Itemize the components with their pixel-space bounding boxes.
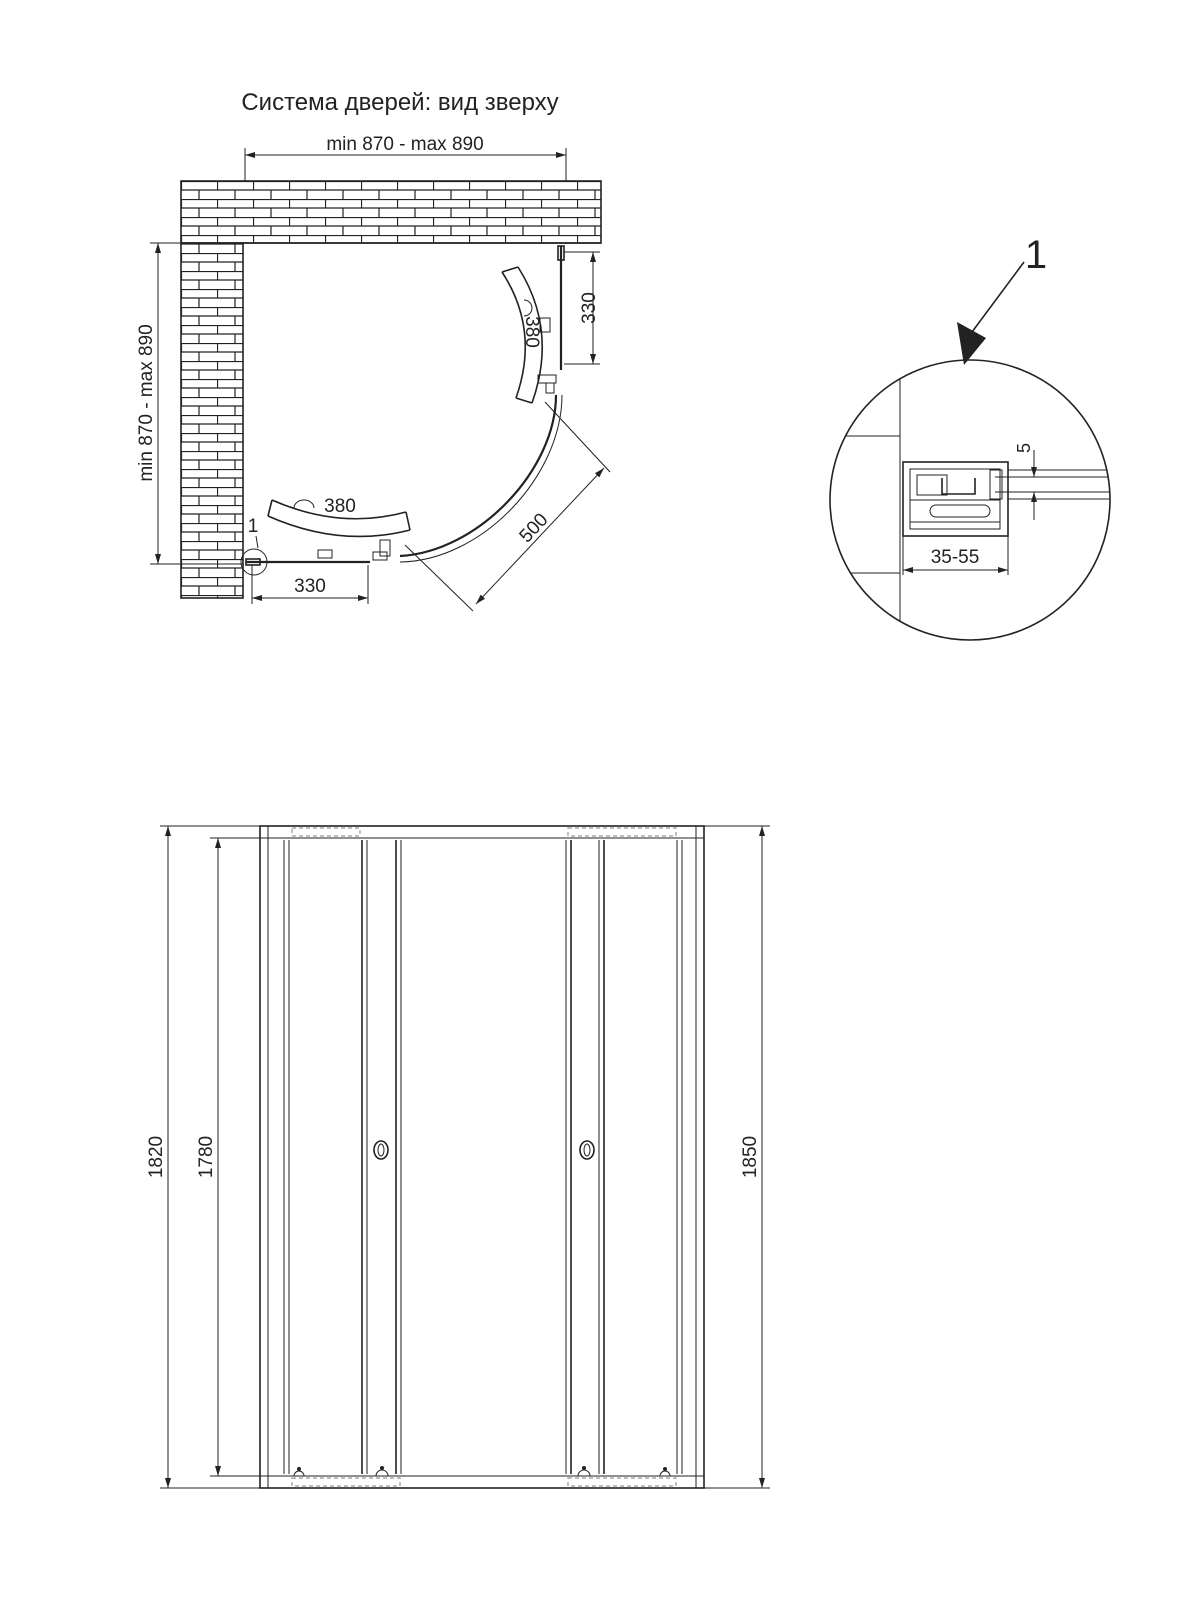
side-wall [180, 242, 244, 599]
depth-dim-label: min 870 - max 890 [136, 324, 157, 481]
bottom-panel-dim-label: 330 [294, 576, 326, 597]
right-door-swing: 380 [501, 266, 557, 404]
left-door [361, 840, 402, 1474]
detail-reference: 1 [240, 516, 268, 576]
front-frame [259, 825, 705, 1489]
right-fixed-panel: 330 [557, 245, 600, 370]
width-dimension: min 870 - max 890 [244, 134, 567, 181]
diagonal-dimension: 500 [404, 401, 611, 612]
height-left-inner-label: 1780 [196, 1136, 217, 1178]
detail-circle [829, 359, 1111, 641]
left-door-handle [373, 1140, 389, 1160]
height-dim-right: 1850 [704, 825, 770, 1489]
height-right-label: 1850 [740, 1136, 761, 1178]
height-dim-outer-left: 1820 [146, 825, 260, 1489]
bottom-fixed-panel: 330 [245, 558, 370, 604]
back-wall [180, 180, 602, 244]
right-swing-label: 380 [521, 316, 542, 348]
detail-ref-label: 1 [248, 516, 259, 537]
top-view-title: Система дверей: вид зверху [241, 89, 558, 116]
gap-dim-label: 5 [1014, 443, 1034, 453]
height-left-outer-label: 1820 [146, 1136, 167, 1178]
height-dim-inner-left: 1780 [196, 837, 268, 1477]
width-dim-label: min 870 - max 890 [326, 134, 483, 155]
depth-dimension: min 870 - max 890 [136, 242, 243, 565]
right-door-handle [579, 1140, 595, 1160]
top-view: Система дверей: вид зверху min 870 - max… [136, 89, 611, 612]
right-panel-dim-label: 330 [579, 292, 600, 324]
diagonal-dim-label: 500 [515, 509, 552, 547]
callout-arrow [957, 322, 986, 365]
bottom-swing-label: 380 [324, 496, 356, 517]
right-door [565, 840, 605, 1474]
detail-callout-number: 1 [1025, 233, 1047, 277]
bottom-rollers [293, 1466, 671, 1477]
adjust-dim-label: 35-55 [931, 547, 980, 568]
front-view: 1820 1780 1850 [146, 825, 770, 1489]
detail-view: 1 5 35 [829, 233, 1111, 641]
bottom-door-swing: 380 [267, 496, 411, 561]
